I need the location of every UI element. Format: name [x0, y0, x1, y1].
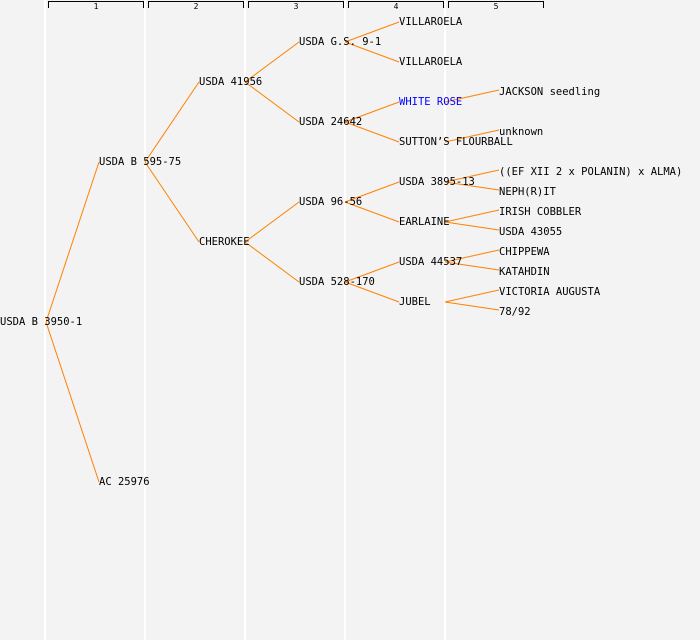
ancestor-variety[interactable]: USDA 41956 [199, 76, 263, 88]
pedigree-link [344, 201, 400, 223]
pedigree-link [344, 181, 400, 203]
pedigree-link [244, 241, 300, 283]
column-separator [444, 0, 446, 640]
generation-label-2: 2 [193, 2, 199, 11]
ancestor-variety[interactable]: ((EF XII 2 x POLANIN) x ALMA) [499, 166, 683, 178]
ancestor-variety[interactable]: EARLAINE [399, 216, 450, 228]
generation-label-3: 3 [293, 2, 299, 11]
ancestor-variety[interactable]: unknown [499, 126, 544, 138]
generation-label-4: 4 [393, 2, 399, 11]
pedigree-link [244, 201, 300, 243]
ancestor-variety[interactable]: USDA 44537 [399, 256, 463, 268]
ancestor-variety[interactable]: VICTORIA AUGUSTA [499, 286, 601, 298]
column-separator [344, 0, 346, 640]
column-separator [44, 0, 46, 640]
ancestor-variety[interactable]: WHITE ROSE [399, 96, 463, 108]
generation-label-5: 5 [493, 2, 499, 11]
ancestor-variety[interactable]: USDA 96-56 [299, 196, 363, 208]
pedigree-link [244, 81, 300, 123]
ancestor-variety[interactable]: JACKSON seedling [499, 86, 601, 98]
pedigree-link [344, 261, 400, 283]
generation-bracket-1 [48, 1, 144, 8]
generation-bracket-3 [248, 1, 344, 8]
pedigree-link [444, 209, 500, 223]
column-separator [244, 0, 246, 640]
pedigree-link [444, 129, 500, 143]
pedigree-link [444, 249, 500, 263]
ancestor-variety[interactable]: JUBEL [399, 296, 431, 308]
column-separator [144, 0, 146, 640]
pedigree-link [344, 41, 400, 63]
pedigree-link [444, 181, 500, 191]
ancestor-variety[interactable]: NEPH(R)IT [499, 186, 556, 198]
pedigree-link [444, 289, 500, 303]
generation-bracket-2 [148, 1, 244, 8]
ancestor-variety[interactable]: VILLAROELA [399, 16, 463, 28]
root-variety[interactable]: USDA B 3950-1 [0, 316, 83, 328]
pedigree-link [344, 281, 400, 303]
pedigree-link [444, 221, 500, 231]
pedigree-link [244, 41, 300, 83]
ancestor-variety[interactable]: USDA 43055 [499, 226, 563, 238]
pedigree-link [45, 321, 100, 483]
pedigree-link [444, 261, 500, 271]
ancestor-variety[interactable]: AC 25976 [99, 476, 150, 488]
ancestor-variety[interactable]: IRISH COBBLER [499, 206, 582, 218]
pedigree-link [444, 89, 500, 103]
ancestor-variety[interactable]: USDA 3895-13 [399, 176, 475, 188]
generation-bracket-5 [448, 1, 544, 8]
pedigree-link [344, 101, 400, 123]
pedigree-link [344, 21, 400, 43]
generation-bracket-4 [348, 1, 444, 8]
ancestor-variety[interactable]: USDA B 595-75 [99, 156, 182, 168]
ancestor-variety[interactable]: 78/92 [499, 306, 531, 318]
ancestor-variety[interactable]: VILLAROELA [399, 56, 463, 68]
pedigree-link [344, 121, 400, 143]
pedigree-link [444, 169, 500, 183]
pedigree-link [144, 81, 200, 163]
ancestor-variety[interactable]: CHIPPEWA [499, 246, 550, 258]
pedigree-link [144, 161, 200, 243]
ancestor-variety[interactable]: USDA 528-170 [299, 276, 375, 288]
generation-label-1: 1 [93, 2, 99, 11]
pedigree-link [444, 301, 500, 311]
ancestor-variety[interactable]: SUTTON’S FLOURBALL [399, 136, 513, 148]
ancestor-variety[interactable]: CHEROKEE [199, 236, 250, 248]
pedigree-link [45, 161, 100, 323]
ancestor-variety[interactable]: KATAHDIN [499, 266, 550, 278]
ancestor-variety[interactable]: USDA G.S. 9-1 [299, 36, 382, 48]
ancestor-variety[interactable]: USDA 24642 [299, 116, 363, 128]
